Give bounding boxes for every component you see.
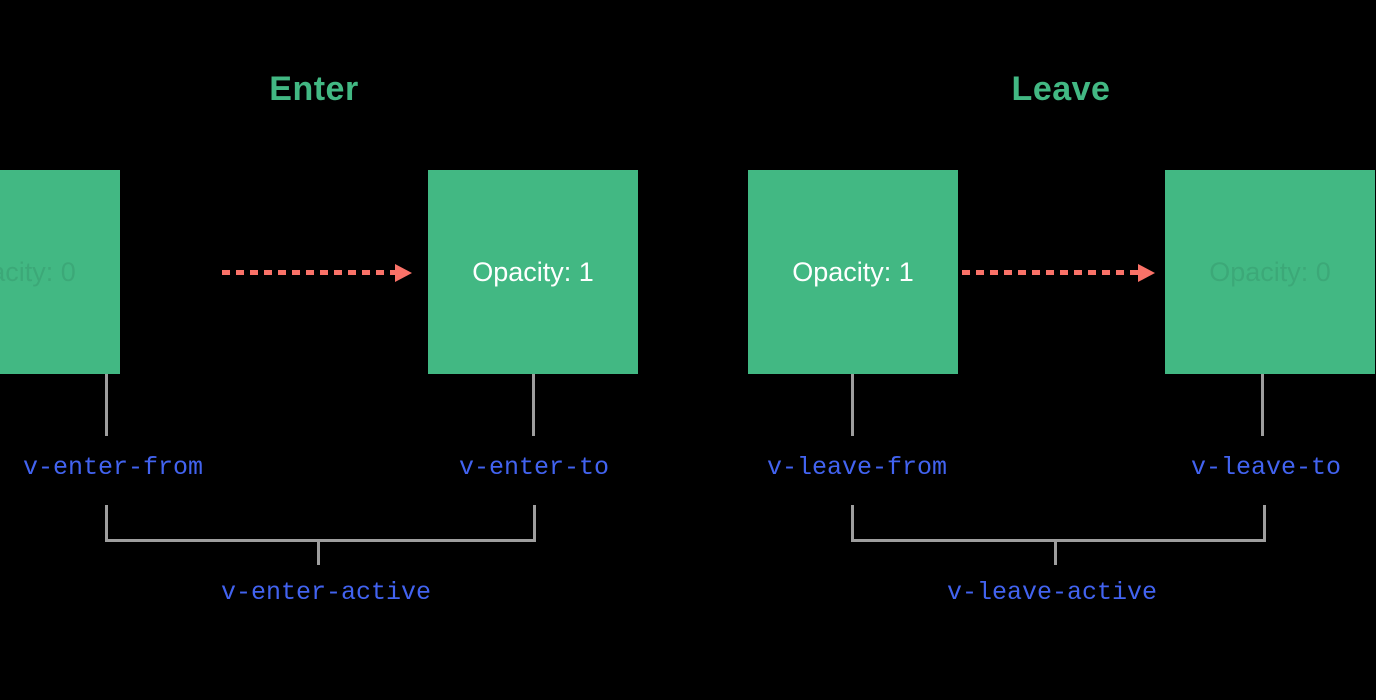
box-enter-to: Opacity: 1 — [428, 170, 638, 374]
box-leave-from: Opacity: 1 — [748, 170, 958, 374]
arrow-enter-dashed-line — [222, 270, 395, 275]
class-label-v-leave-active: v-leave-active — [946, 578, 1158, 607]
section-title-leave: Leave — [1011, 70, 1111, 108]
arrow-enter-transition — [222, 264, 412, 282]
box-leave-to: Opacity: 0 — [1165, 170, 1375, 374]
connector-leave-from — [851, 374, 854, 436]
bracket-enter-active — [105, 505, 536, 542]
section-title-enter: Enter — [269, 70, 359, 108]
arrow-enter-head-icon — [395, 264, 412, 282]
box-leave-to-opacity-text: Opacity: 0 — [1209, 256, 1331, 287]
bracket-stub-leave-active — [1054, 539, 1057, 565]
bracket-stub-enter-active — [317, 539, 320, 565]
connector-enter-to — [532, 374, 535, 436]
box-leave-from-opacity-text: Opacity: 1 — [792, 256, 914, 287]
class-label-v-enter-to: v-enter-to — [458, 453, 610, 482]
box-enter-from: Opacity: 0 — [0, 170, 120, 374]
connector-enter-from — [105, 374, 108, 436]
class-label-v-leave-to: v-leave-to — [1190, 453, 1342, 482]
class-label-v-enter-from: v-enter-from — [22, 453, 204, 482]
class-label-v-enter-active: v-enter-active — [220, 578, 432, 607]
class-label-v-leave-from: v-leave-from — [766, 453, 948, 482]
box-enter-from-opacity-text: Opacity: 0 — [0, 256, 76, 287]
arrow-leave-head-icon — [1138, 264, 1155, 282]
box-enter-to-opacity-text: Opacity: 1 — [472, 256, 594, 287]
arrow-leave-dashed-line — [962, 270, 1138, 275]
bracket-leave-active — [851, 505, 1266, 542]
connector-leave-to — [1261, 374, 1264, 436]
arrow-leave-transition — [962, 264, 1155, 282]
